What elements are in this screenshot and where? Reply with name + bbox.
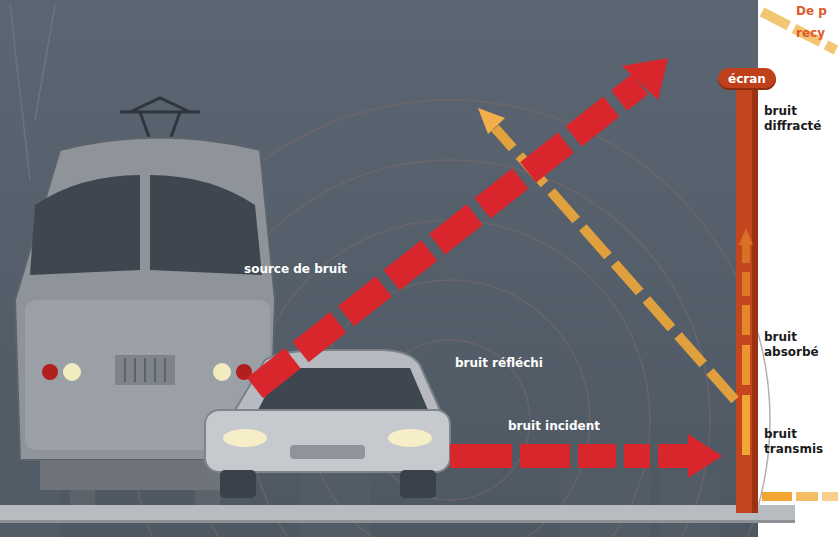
incident-noise-arrow: [450, 434, 722, 478]
cut-off-note: De p: [796, 4, 827, 19]
absorbed-label: bruit absorbé: [764, 330, 824, 360]
source-noise-arrow: [255, 58, 668, 388]
barrier-label: écran: [718, 68, 776, 90]
scene-background: [0, 0, 758, 537]
car: [205, 350, 450, 498]
train: [15, 98, 275, 505]
barrier-shade: [752, 85, 758, 513]
transmitted-noise-arrow: [762, 492, 838, 501]
transmitted-label: bruit transmis: [764, 427, 836, 457]
reflected-label: bruit réfléchi: [455, 356, 543, 371]
absorbed-noise-arrow: [739, 228, 753, 455]
incident-label: bruit incident: [508, 419, 600, 434]
ground-rail: [0, 505, 795, 523]
barrier-title: écran: [728, 73, 766, 85]
cut-off-note: recy: [796, 26, 825, 41]
source-label: source de bruit: [244, 262, 347, 277]
barrier-wall: [736, 85, 758, 513]
background-lines: [10, 5, 55, 180]
diffracted-label: bruit diffracté: [764, 104, 836, 134]
ground-rail-edge: [0, 520, 795, 523]
